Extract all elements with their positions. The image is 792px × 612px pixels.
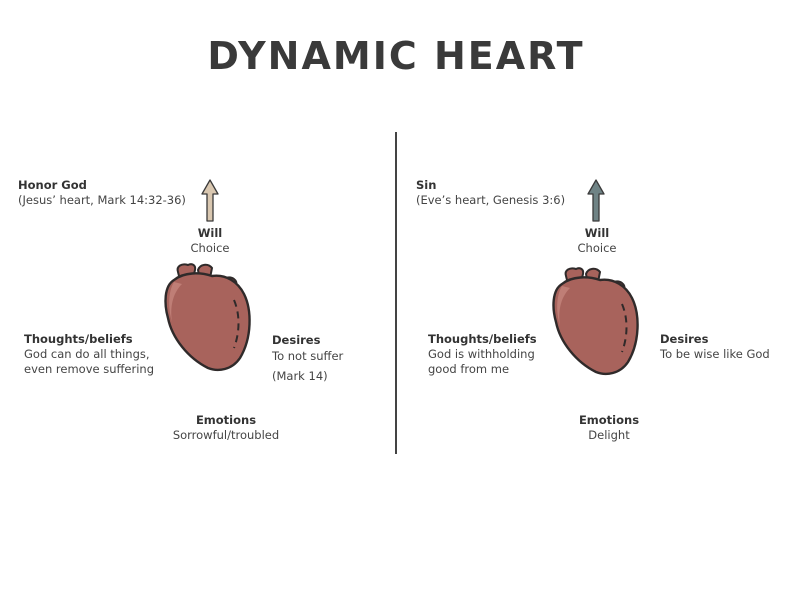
panel-jesus: Honor God (Jesus’ heart, Mark 14:32-36) … (18, 178, 343, 443)
thoughts-heading: Thoughts/beliefs (428, 332, 537, 346)
thoughts-block: Thoughts/beliefs God can do all things, … (24, 332, 154, 377)
desires-heading: Desires (660, 332, 709, 346)
will-value: Choice (190, 241, 230, 255)
will-block: Will Choice (547, 226, 647, 256)
goal-reference: (Eve’s heart, Genesis 3:6) (416, 193, 566, 207)
desires-line-1: To be wise like God (660, 347, 770, 361)
desires-heading: Desires (272, 333, 321, 347)
goal-heading: Honor God (18, 178, 87, 192)
center-divider (395, 132, 397, 454)
heart-icon (552, 267, 639, 376)
thoughts-line-2: good from me (428, 362, 510, 376)
will-block: Will Choice (160, 226, 260, 256)
thoughts-block: Thoughts/beliefs God is withholding good… (428, 332, 537, 377)
emotions-heading: Emotions (195, 413, 257, 427)
up-arrow-icon (587, 179, 605, 222)
will-heading: Will (197, 226, 223, 240)
panel-eve: Sin (Eve’s heart, Genesis 3:6) Will Choi… (396, 0, 792, 612)
arrow-shape (201, 179, 219, 222)
emotions-value: Delight (588, 428, 630, 442)
emotions-block: Emotions Delight (549, 413, 669, 443)
goal-reference: (Jesus’ heart, Mark 14:32-36) (18, 193, 186, 207)
heart-icon (164, 263, 251, 372)
desires-line-2: (Mark 14) (272, 369, 328, 383)
up-arrow-icon (201, 179, 219, 222)
emotions-block: Emotions Sorrowful/troubled (146, 413, 306, 443)
arrow-shape (587, 179, 605, 222)
thoughts-line-2: even remove suffering (24, 362, 155, 376)
emotions-value: Sorrowful/troubled (172, 428, 280, 442)
will-heading: Will (584, 226, 610, 240)
goal-block: Honor God (Jesus’ heart, Mark 14:32-36) (18, 178, 186, 208)
page-title: DYNAMIC HEART (207, 34, 585, 78)
desires-block: Desires To be wise like God (660, 332, 770, 362)
thoughts-heading: Thoughts/beliefs (24, 332, 133, 346)
thoughts-line-1: God can do all things, (24, 347, 150, 361)
thoughts-line-1: God is withholding (428, 347, 535, 361)
desires-block: Desires To not suffer (Mark 14) (272, 332, 343, 384)
goal-block: Sin (Eve’s heart, Genesis 3:6) (416, 178, 565, 208)
will-value: Choice (577, 241, 617, 255)
goal-heading: Sin (416, 178, 437, 192)
desires-line-1: To not suffer (272, 349, 344, 363)
emotions-heading: Emotions (578, 413, 640, 427)
